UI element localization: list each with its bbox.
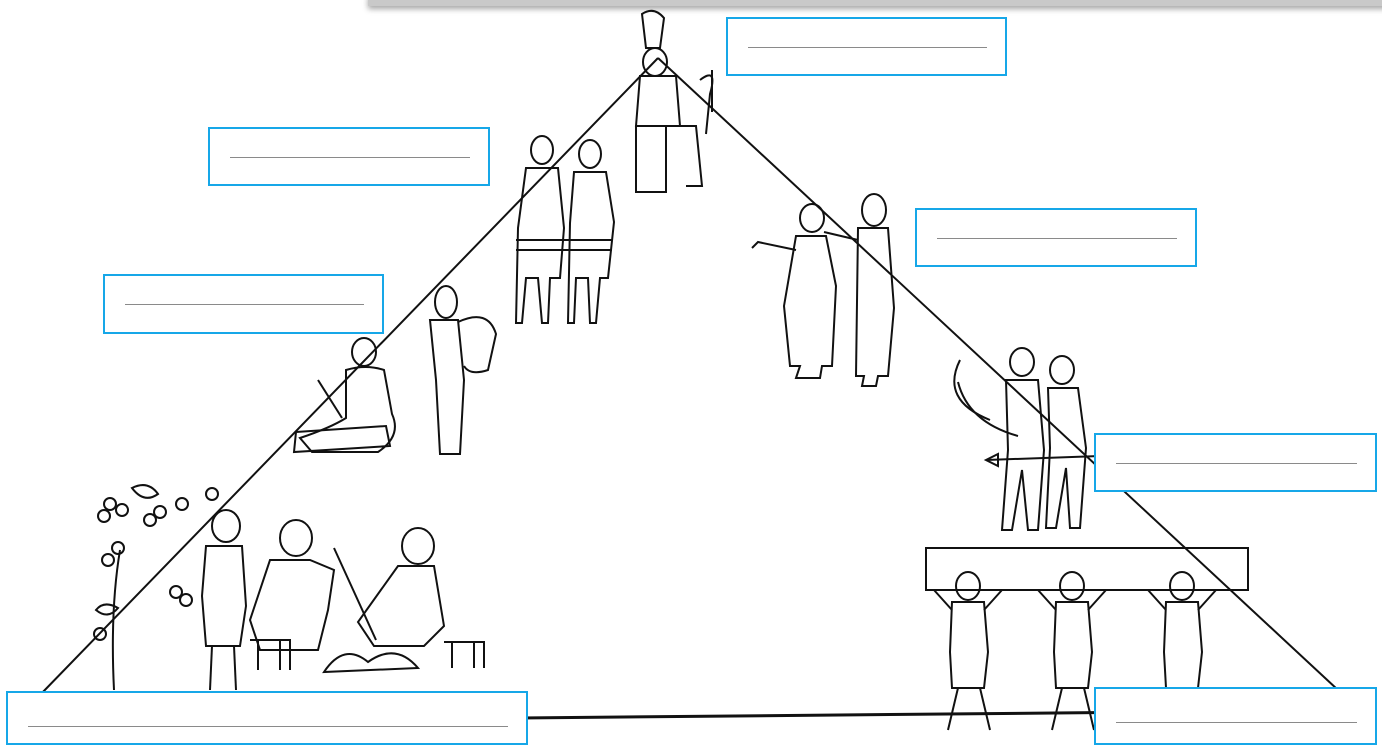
label-box-middle-right[interactable]	[1094, 433, 1377, 492]
label-box-upper-right[interactable]	[915, 208, 1197, 267]
answer-line	[28, 726, 508, 727]
priests-figure	[752, 194, 894, 386]
label-input-middle-right[interactable]	[1116, 443, 1357, 462]
pharaoh-figure	[636, 11, 712, 192]
officials-figure	[516, 136, 614, 323]
answer-line	[937, 238, 1177, 239]
label-box-middle-left[interactable]	[103, 274, 384, 334]
label-input-middle-left[interactable]	[125, 284, 364, 304]
label-input-upper-left[interactable]	[230, 137, 470, 156]
label-input-upper-right[interactable]	[937, 218, 1177, 237]
farmers-figure	[94, 485, 484, 690]
soldiers-figure	[954, 348, 1100, 530]
label-box-upper-left[interactable]	[208, 127, 490, 186]
answer-line	[230, 157, 470, 158]
answer-line	[748, 47, 987, 48]
label-input-bottom-left[interactable]	[28, 701, 508, 715]
answer-line	[125, 304, 364, 305]
label-input-bottom-right[interactable]	[1116, 697, 1357, 715]
answer-line	[1116, 463, 1357, 464]
label-input-top-right[interactable]	[748, 27, 987, 46]
answer-line	[1116, 722, 1357, 723]
label-box-bottom-left[interactable]	[6, 691, 528, 745]
label-box-bottom-right[interactable]	[1094, 687, 1377, 745]
label-box-top-right[interactable]	[726, 17, 1007, 76]
